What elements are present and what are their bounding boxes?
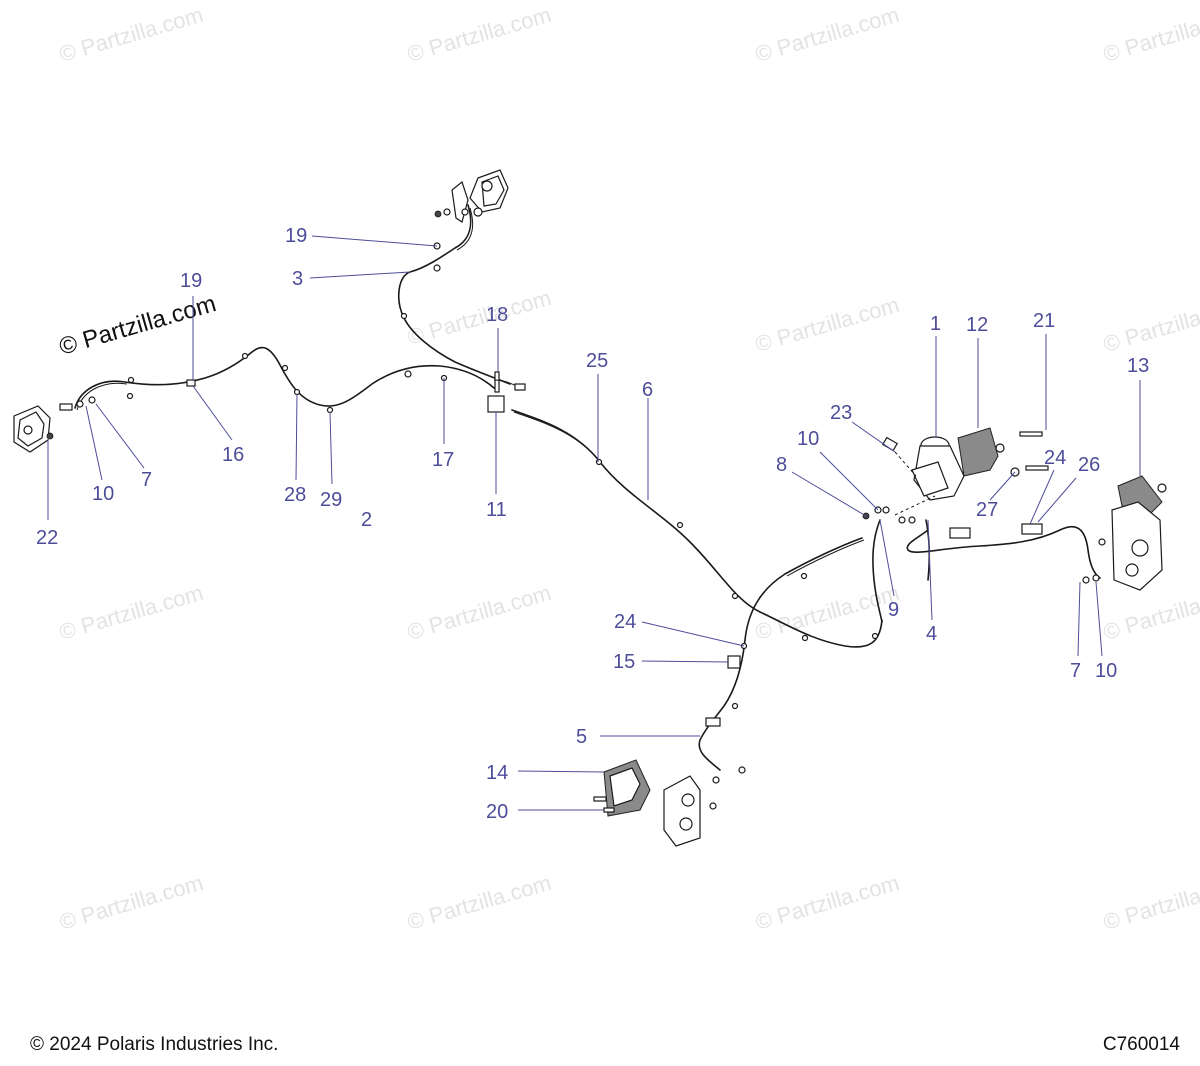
callout-26: 26 xyxy=(1078,454,1100,476)
clamp-11 xyxy=(487,395,505,413)
callout-12: 12 xyxy=(966,314,988,336)
callout-29: 29 xyxy=(320,489,342,511)
watermark: © Partzilla.com xyxy=(404,870,553,935)
callout-1: 1 xyxy=(930,313,941,335)
watermark: © Partzilla.com xyxy=(404,2,553,67)
watermark: © Partzilla.com xyxy=(56,2,205,67)
brake-line-9 xyxy=(872,519,883,623)
callout-14: 14 xyxy=(486,762,508,784)
watermark: © Partzilla.com xyxy=(752,870,901,935)
left-caliper xyxy=(13,396,96,453)
watermark: © Partzilla.com xyxy=(1100,292,1200,357)
footer-copyright: © 2024 Polaris Industries Inc. xyxy=(30,1034,279,1055)
master-cylinder xyxy=(862,427,1049,539)
callout-6: 6 xyxy=(642,379,653,401)
rear-left-caliper xyxy=(593,759,746,847)
watermark: © Partzilla.com xyxy=(56,870,205,935)
callout-28: 28 xyxy=(284,484,306,506)
callout-25: 25 xyxy=(586,350,608,372)
callout-16: 16 xyxy=(222,444,244,466)
brake-line-3 xyxy=(397,204,511,385)
leader-lines xyxy=(47,235,1141,811)
callout-19: 19 xyxy=(180,270,202,292)
callout-9: 9 xyxy=(888,599,899,621)
brake-line-2 xyxy=(74,346,495,409)
callout-labels: 1 12 21 13 23 10 8 24 26 27 19 3 19 18 2… xyxy=(36,225,1149,823)
front-top-caliper xyxy=(434,169,509,223)
watermark: © Partzilla.com xyxy=(752,292,901,357)
callout-7: 7 xyxy=(141,469,152,491)
callout-15: 15 xyxy=(613,651,635,673)
callout-2: 2 xyxy=(361,509,372,531)
callout-10: 10 xyxy=(797,428,819,450)
callout-7: 7 xyxy=(1070,660,1081,682)
callout-10: 10 xyxy=(1095,660,1117,682)
watermark: © Partzilla.com xyxy=(404,285,553,350)
callout-4: 4 xyxy=(926,623,937,645)
callout-21: 21 xyxy=(1033,310,1055,332)
watermark: © Partzilla.com xyxy=(1100,870,1200,935)
callout-24: 24 xyxy=(1044,447,1066,469)
callout-20: 20 xyxy=(486,801,508,823)
callout-5: 5 xyxy=(576,726,587,748)
callout-13: 13 xyxy=(1127,355,1149,377)
watermark: © Partzilla.com xyxy=(404,580,553,645)
callout-17: 17 xyxy=(432,449,454,471)
callout-3: 3 xyxy=(292,268,303,290)
right-caliper xyxy=(1082,475,1167,591)
brake-line-5 xyxy=(698,537,863,771)
callout-10: 10 xyxy=(92,483,114,505)
callout-8: 8 xyxy=(776,454,787,476)
callout-24: 24 xyxy=(614,611,636,633)
brake-line-drawing xyxy=(13,169,1167,847)
watermark: © Partzilla.com xyxy=(56,580,205,645)
callout-23: 23 xyxy=(830,402,852,424)
callout-22: 22 xyxy=(36,527,58,549)
callout-27: 27 xyxy=(976,499,998,521)
watermark: © Partzilla.com xyxy=(1100,2,1200,67)
callout-11: 11 xyxy=(486,499,507,521)
callout-18: 18 xyxy=(486,304,508,326)
callout-19: 19 xyxy=(285,225,307,247)
footer-diagram-code: C760014 xyxy=(1102,1034,1180,1055)
watermark-main: © Partzilla.com xyxy=(56,290,219,361)
watermark: © Partzilla.com xyxy=(1100,580,1200,645)
watermark: © Partzilla.com xyxy=(752,2,901,67)
